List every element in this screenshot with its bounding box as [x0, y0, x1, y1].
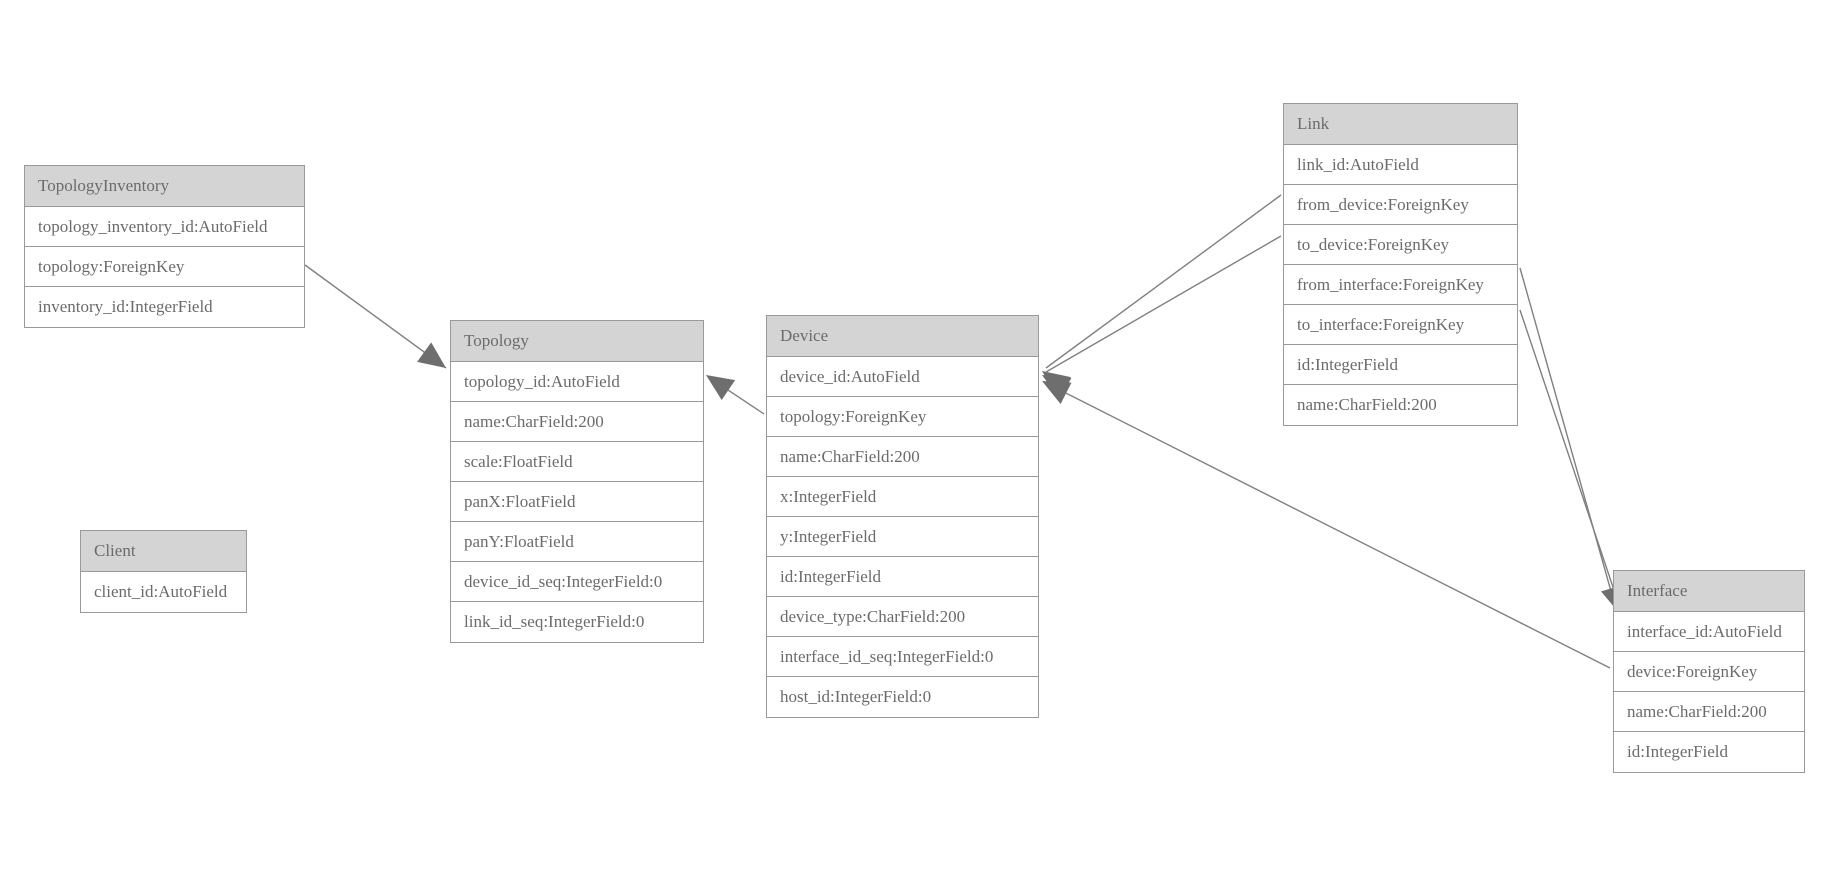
entity-title-topology: Topology [451, 321, 703, 362]
relationship-line [709, 377, 765, 415]
relationship-arrowhead [1042, 381, 1072, 404]
entity-title-link: Link [1284, 104, 1517, 145]
relationship-line [1045, 235, 1282, 373]
relationship-line [1519, 267, 1617, 610]
entity-field: interface_id_seq:IntegerField:0 [767, 637, 1038, 677]
entity-field: topology:ForeignKey [767, 397, 1038, 437]
rel-link-from-device [1042, 194, 1282, 397]
entity-field: inventory_id:IntegerField [25, 287, 304, 327]
entity-field: topology:ForeignKey [25, 247, 304, 287]
entity-field: panY:FloatField [451, 522, 703, 562]
entity-field: host_id:IntegerField:0 [767, 677, 1038, 717]
entity-field: client_id:AutoField [81, 572, 246, 612]
entity-field: name:CharField:200 [1614, 692, 1804, 732]
relationship-line [1519, 309, 1622, 612]
rel-device-topology [706, 375, 765, 415]
entity-field: topology_inventory_id:AutoField [25, 207, 304, 247]
entity-field: x:IntegerField [767, 477, 1038, 517]
entity-field: name:CharField:200 [451, 402, 703, 442]
entity-field: y:IntegerField [767, 517, 1038, 557]
relationship-line [1045, 194, 1282, 369]
rel-topologyinventory-topology [304, 264, 447, 369]
relationship-line [304, 264, 447, 369]
entity-field: link_id:AutoField [1284, 145, 1517, 185]
entity-title-device: Device [767, 316, 1038, 357]
entity-field: id:IntegerField [1284, 345, 1517, 385]
entity-field: scale:FloatField [451, 442, 703, 482]
rel-link-from-interface [1519, 267, 1625, 614]
entity-field: interface_id:AutoField [1614, 612, 1804, 652]
entity-field: link_id_seq:IntegerField:0 [451, 602, 703, 642]
entity-field: device_id_seq:IntegerField:0 [451, 562, 703, 602]
relationship-arrowhead [417, 342, 446, 368]
entity-field: to_interface:ForeignKey [1284, 305, 1517, 345]
entity-field: name:CharField:200 [1284, 385, 1517, 425]
rel-link-to-device [1042, 235, 1282, 399]
entity-field: panX:FloatField [451, 482, 703, 522]
entity-field: from_interface:ForeignKey [1284, 265, 1517, 305]
relationship-arrowhead [1042, 375, 1072, 399]
entity-field: from_device:ForeignKey [1284, 185, 1517, 225]
entity-field: topology_id:AutoField [451, 362, 703, 402]
entity-field: device:ForeignKey [1614, 652, 1804, 692]
relationship-arrowhead [706, 375, 736, 401]
entity-field: to_device:ForeignKey [1284, 225, 1517, 265]
relationship-arrowhead [1042, 371, 1071, 397]
entity-field: name:CharField:200 [767, 437, 1038, 477]
entity-field: id:IntegerField [767, 557, 1038, 597]
entity-title-interface: Interface [1614, 571, 1804, 612]
entity-field: device_id:AutoField [767, 357, 1038, 397]
entity-field: device_type:CharField:200 [767, 597, 1038, 637]
entity-title-client: Client [81, 531, 246, 572]
entity-field: id:IntegerField [1614, 732, 1804, 772]
entity-title-topology-inventory: TopologyInventory [25, 166, 304, 207]
